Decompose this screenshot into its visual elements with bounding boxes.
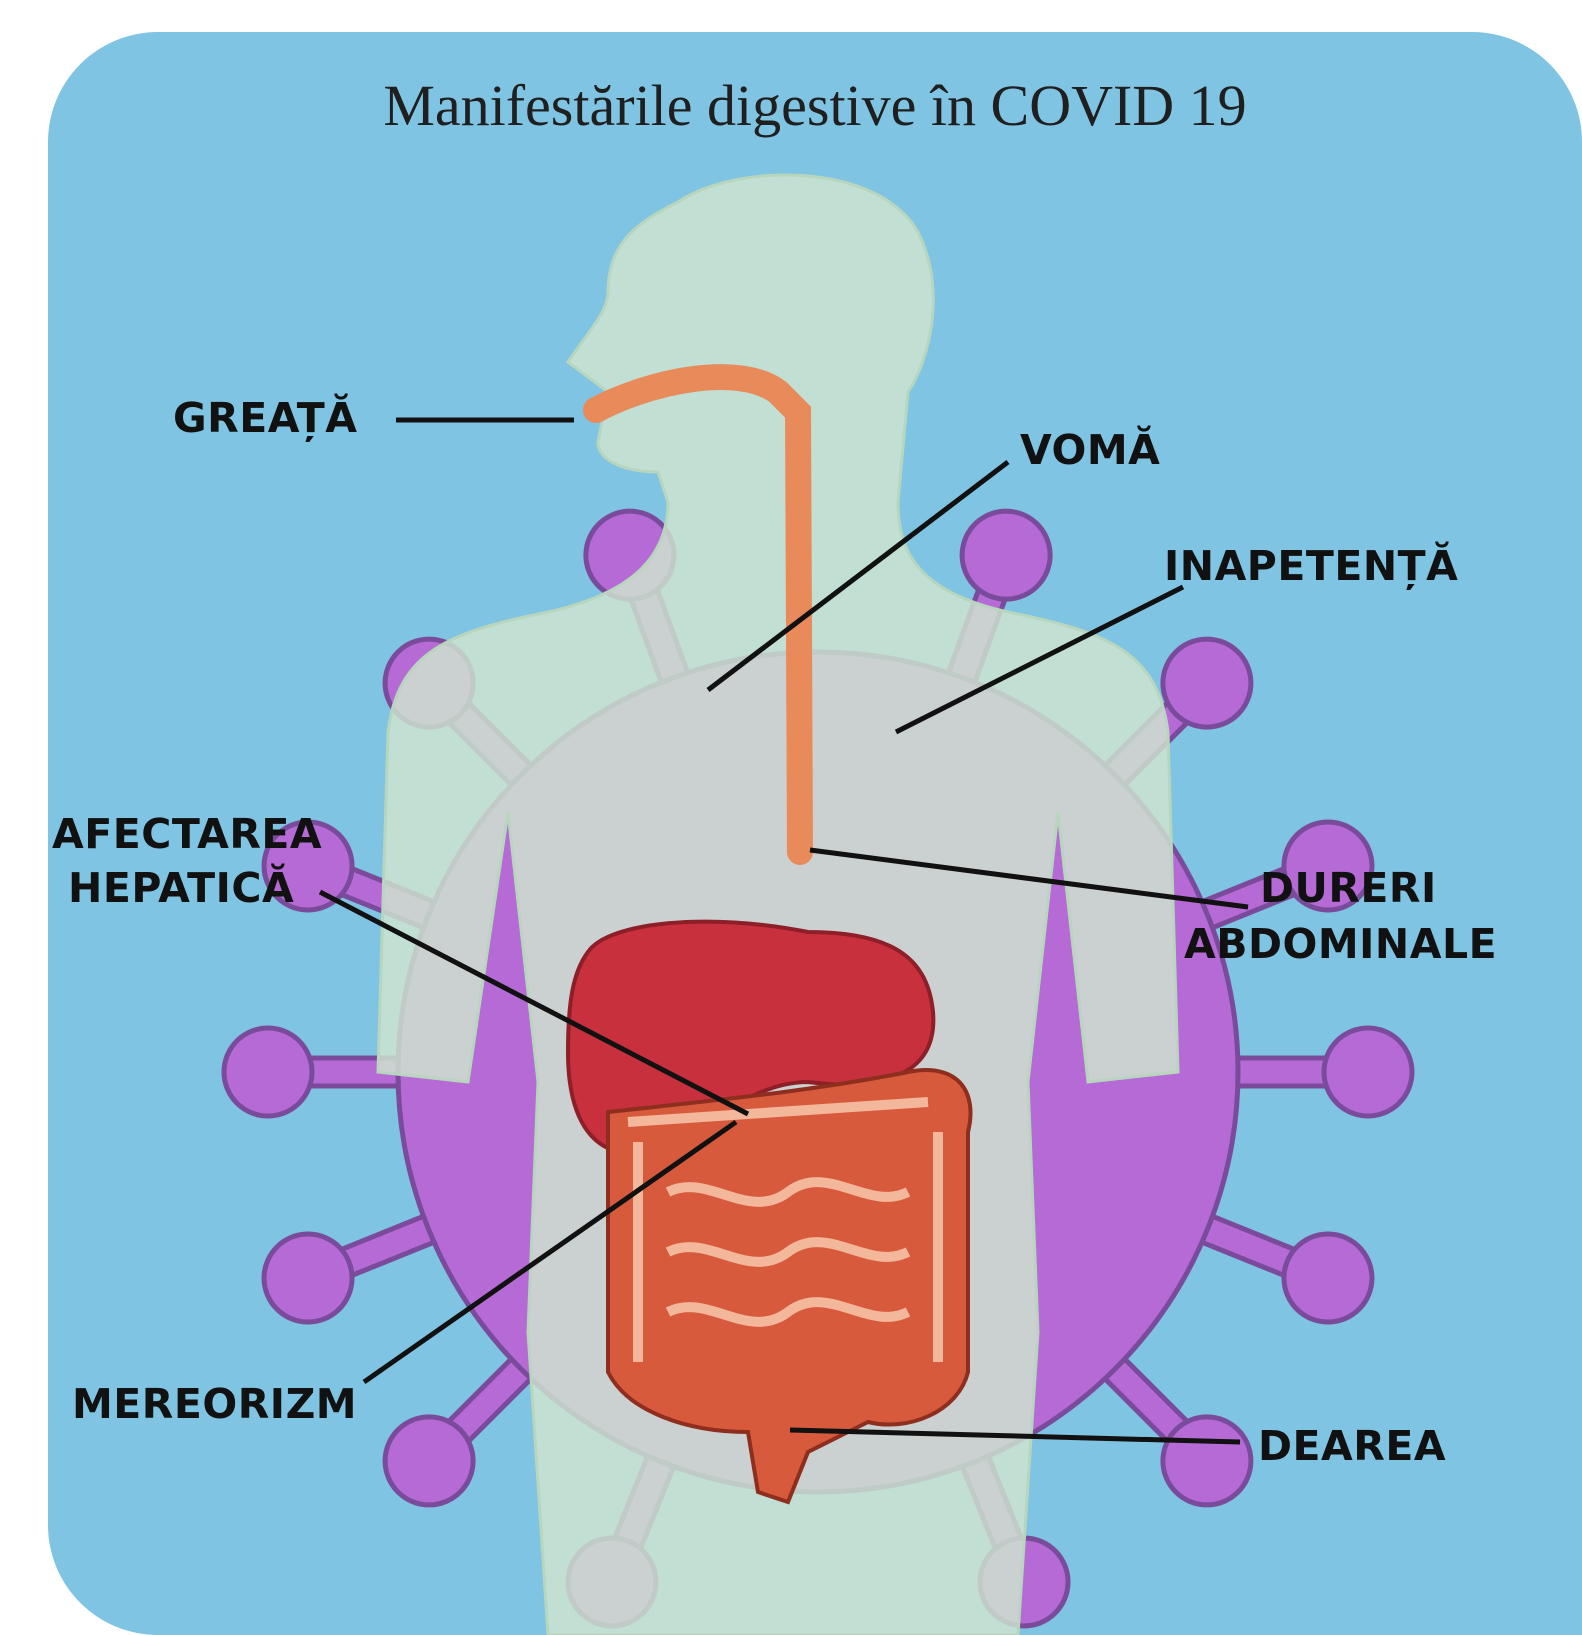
diagram-title: Manifestările digestive în COVID 19 <box>48 72 1582 139</box>
diagram-panel: Manifestările digestive în COVID 19 GREA… <box>48 32 1582 1635</box>
label-liver-line2: HEPATICĂ <box>68 864 294 912</box>
label-pain-line1: DURERI <box>1260 864 1437 912</box>
label-bloating: MEREORIZM <box>72 1380 357 1428</box>
label-vomit: VOMĂ <box>1020 426 1160 474</box>
label-liver-line1: AFECTAREA <box>52 810 322 858</box>
label-nausea: GREAȚĂ <box>173 394 357 442</box>
label-diarrhea: DEAREA <box>1258 1422 1446 1470</box>
label-pain-line2: ABDOMINALE <box>1184 920 1497 968</box>
label-appetite: INAPETENȚĂ <box>1164 542 1458 590</box>
